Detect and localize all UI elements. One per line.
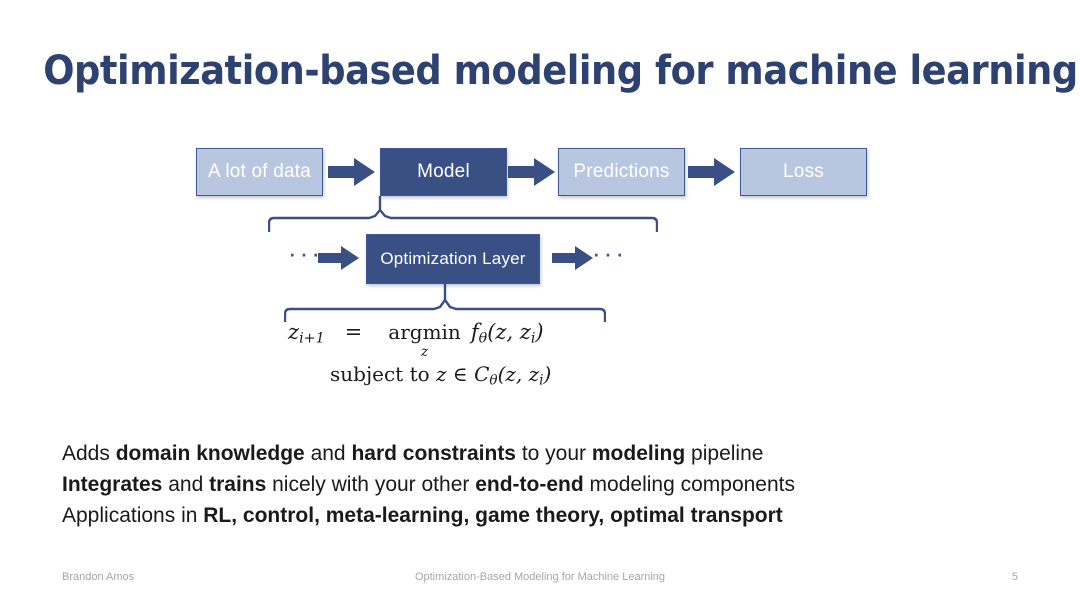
diagram-node-data: A lot of data <box>196 148 323 196</box>
body-text-run: modeling components <box>583 473 795 496</box>
body-text-block: Adds domain knowledge and hard constrain… <box>62 438 1022 531</box>
diagram-node-data-label: A lot of data <box>208 161 311 182</box>
diagram-node-predictions-label: Predictions <box>573 161 670 182</box>
formula-argmin-label: argmin <box>388 320 461 344</box>
body-text-emphasis: Integrates <box>62 473 163 496</box>
page-title: Optimization-based modeling for machine … <box>43 48 1078 94</box>
body-text-line: Applications in RL, control, meta-learni… <box>62 500 1022 531</box>
footer-author: Brandon Amos <box>62 571 135 583</box>
formula-line-objective: zi+1 = argmin z fθ(z, zi) <box>288 320 606 359</box>
body-text-emphasis: hard constraints <box>351 442 516 465</box>
curly-brace-down-icon <box>284 284 606 322</box>
left-ellipsis: ··· <box>288 238 323 268</box>
diagram-node-model-label: Model <box>417 161 470 182</box>
body-text-line: Adds domain knowledge and hard constrain… <box>62 438 1022 469</box>
body-text-line: Integrates and trains nicely with your o… <box>62 469 1022 500</box>
diagram-node-predictions: Predictions <box>558 148 685 196</box>
right-block-arrow-icon <box>552 246 593 270</box>
body-text-run: nicely with your other <box>266 473 476 496</box>
body-text-run: and <box>162 473 210 496</box>
body-text-emphasis: domain knowledge <box>115 442 305 465</box>
formula-objective: fθ(z, zi) <box>470 320 544 347</box>
diagram-node-model: Model <box>380 148 507 196</box>
body-text-emphasis: end-to-end <box>475 473 584 496</box>
optimization-formula: zi+1 = argmin z fθ(z, zi) subject to z ∈… <box>288 314 606 390</box>
slide-footer: Brandon Amos Optimization-Based Modeling… <box>0 571 1080 591</box>
right-block-arrow-icon <box>688 158 735 186</box>
right-block-arrow-icon <box>508 158 555 186</box>
body-text-run: to your <box>516 442 592 465</box>
curly-brace-down-icon <box>268 196 658 232</box>
formula-equals: = <box>344 320 363 344</box>
formula-lhs: zi+1 <box>288 320 325 347</box>
right-block-arrow-icon <box>328 158 375 186</box>
body-text-run: Adds <box>62 442 116 465</box>
formula-argmin: argmin z <box>388 320 461 359</box>
body-text-emphasis: modeling <box>591 442 686 465</box>
body-text-emphasis: trains <box>209 473 267 496</box>
footer-deck-title: Optimization-Based Modeling for Machine … <box>414 571 666 583</box>
footer-page-number: 5 <box>1011 571 1018 583</box>
formula-constraint: z ∈ Cθ(z, zi) <box>436 362 552 389</box>
body-text-emphasis: RL, control, meta-learning, game theory,… <box>203 504 783 527</box>
diagram-node-loss: Loss <box>740 148 867 196</box>
body-text-run: and <box>304 442 352 465</box>
formula-line-constraint: subject to z ∈ Cθ(z, zi) <box>330 362 551 388</box>
body-text-run: Applications in <box>62 504 204 527</box>
body-text-run: pipeline <box>685 442 764 465</box>
right-block-arrow-icon <box>318 246 359 270</box>
diagram-node-loss-label: Loss <box>783 161 824 182</box>
diagram-node-optimization-layer: Optimization Layer <box>366 234 540 284</box>
diagram-node-optimization-layer-label: Optimization Layer <box>380 249 526 268</box>
formula-subject-to: subject to <box>330 362 430 386</box>
right-ellipsis: ··· <box>592 238 627 268</box>
formula-argmin-variable: z <box>420 344 429 360</box>
